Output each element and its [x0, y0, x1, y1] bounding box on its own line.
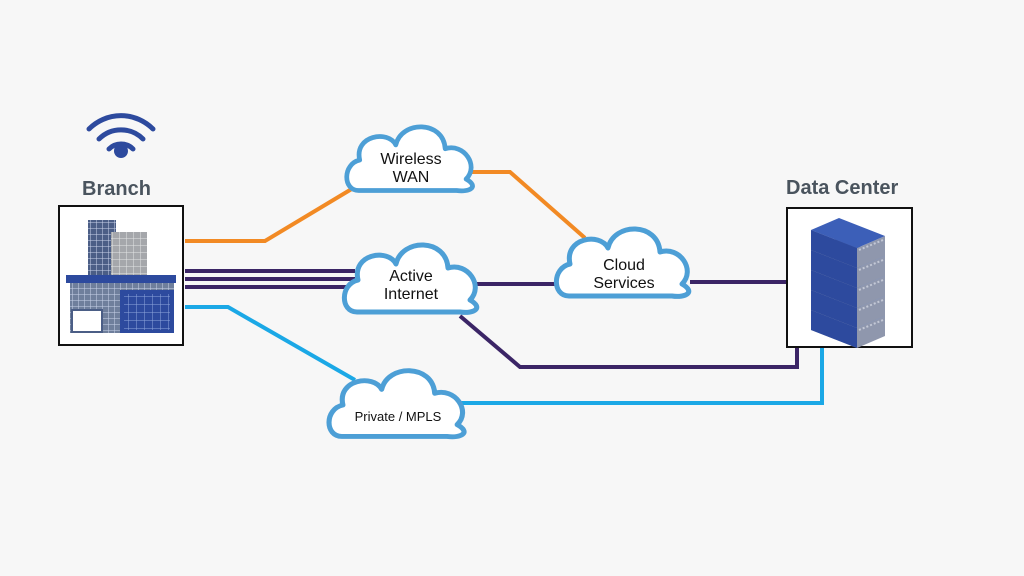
- mpls-link-datacenter: [460, 348, 824, 405]
- active-internet-line2: Internet: [383, 286, 439, 303]
- active-internet-cloud: [341, 242, 480, 315]
- wireless-wan-line2: WAN: [392, 169, 430, 186]
- cloud-services-label: Cloud Services: [572, 257, 676, 293]
- active-internet-label: Active Internet: [361, 268, 461, 304]
- wireless-link-branch: [185, 185, 357, 243]
- wireless-wan-cloud: [344, 124, 475, 194]
- branch-label: Branch: [82, 178, 151, 200]
- wifi-icon: [86, 113, 156, 158]
- server-rack-icon: [811, 218, 885, 348]
- mpls-link-branch: [185, 305, 356, 382]
- private-mpls-cloud: [326, 368, 467, 440]
- cloud-services-line2: Services: [593, 275, 655, 292]
- cloud-services-line1: Cloud: [603, 257, 645, 274]
- private-mpls-label: Private / MPLS: [354, 409, 442, 424]
- wireless-wan-label: Wireless WAN: [361, 151, 461, 187]
- active-internet-line1: Active: [389, 268, 433, 285]
- office-building-icon: [66, 220, 176, 333]
- cloud-services-cloud: [553, 226, 692, 299]
- wireless-link-cloud-services: [470, 170, 587, 240]
- data-center-label: Data Center: [786, 177, 899, 199]
- internet-link-datacenter: [458, 314, 799, 369]
- wireless-wan-line1: Wireless: [380, 151, 442, 168]
